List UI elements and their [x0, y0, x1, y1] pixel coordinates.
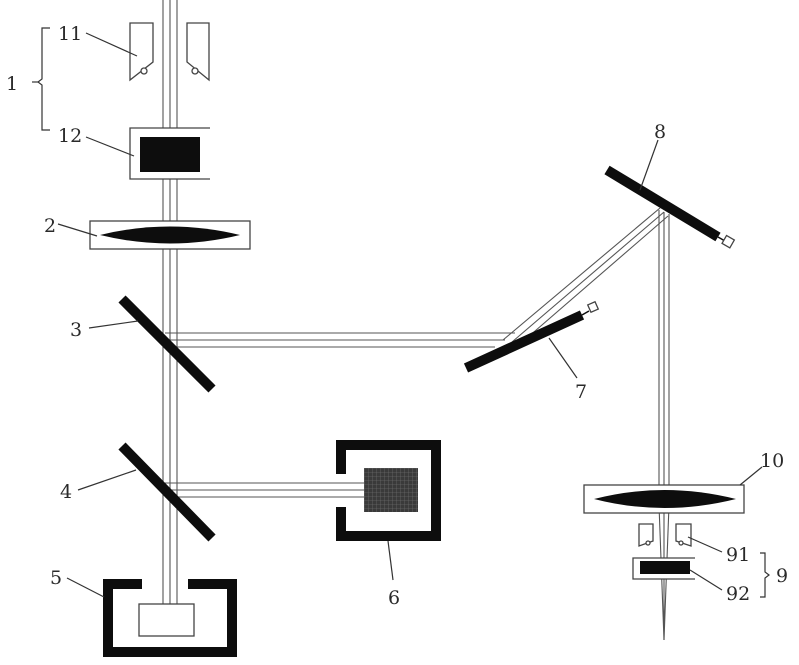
label-9: 9 — [776, 565, 788, 587]
label-7: 7 — [575, 381, 587, 403]
label-92: 92 — [726, 583, 750, 605]
labels: 1 11 12 2 3 4 5 6 7 8 10 91 92 9 — [6, 23, 788, 609]
horizontal-beam-lower — [165, 482, 364, 498]
aperture-91 — [638, 523, 692, 547]
horizontal-beam-upper — [165, 332, 515, 348]
filter-block-92 — [632, 557, 695, 580]
label-91: 91 — [726, 544, 750, 566]
filter-block-12 — [129, 127, 210, 180]
label-2: 2 — [44, 215, 56, 237]
lens-10 — [583, 484, 745, 514]
label-1: 1 — [6, 73, 18, 95]
label-11: 11 — [58, 23, 82, 45]
aperture-11 — [129, 22, 210, 82]
housing-5 — [103, 579, 237, 657]
detector-housing-6 — [336, 440, 441, 541]
label-3: 3 — [70, 319, 82, 341]
label-5: 5 — [50, 567, 62, 589]
label-10: 10 — [760, 450, 784, 472]
lens-2 — [89, 220, 251, 250]
vertical-beam-left — [162, 0, 178, 608]
label-4: 4 — [60, 481, 72, 503]
diagonal-beam — [502, 207, 669, 345]
label-8: 8 — [654, 121, 666, 143]
label-12: 12 — [58, 125, 82, 147]
label-6: 6 — [388, 587, 400, 609]
beam-splitter-4 — [118, 442, 216, 542]
beam-splitter-3 — [118, 295, 216, 393]
mirror-8 — [604, 165, 736, 249]
mirror-7 — [463, 300, 600, 373]
leader-lines — [32, 27, 770, 598]
